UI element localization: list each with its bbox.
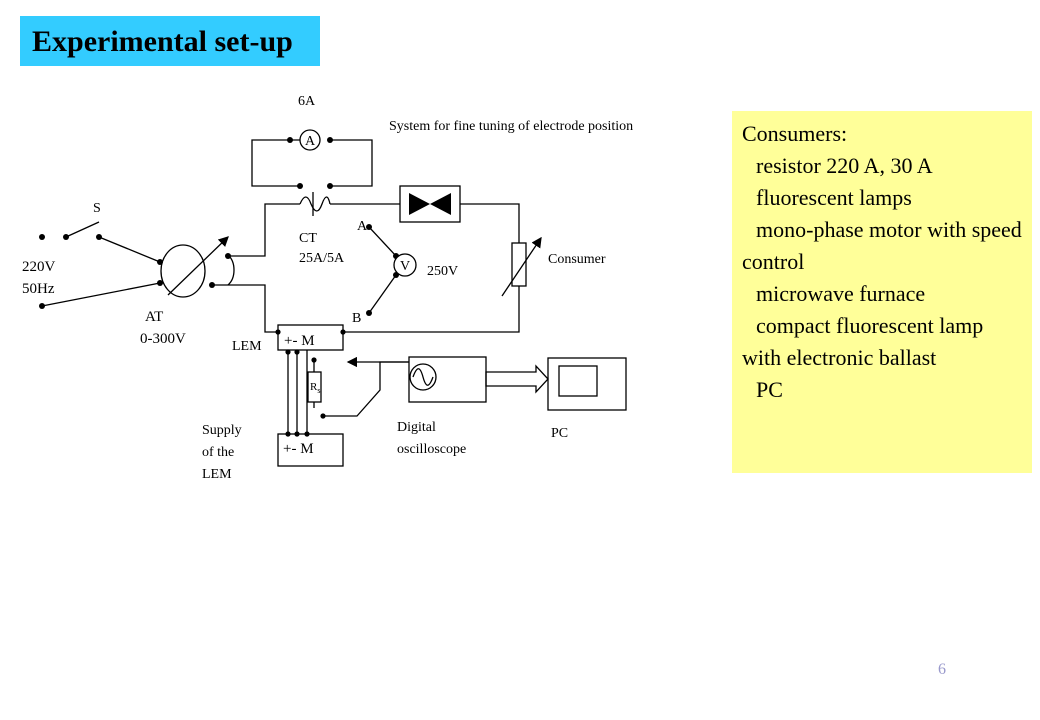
frequency-label: 50Hz (22, 281, 55, 297)
fine-tuning-label: System for fine tuning of electrode posi… (389, 119, 633, 134)
ammeter-symbol (299, 129, 321, 151)
title-background (20, 16, 320, 66)
lem-dot-6 (304, 431, 310, 437)
lem-dot-4 (285, 431, 291, 437)
consumers-heading: Consumers: (742, 121, 848, 146)
rs-label-main: R (310, 381, 318, 393)
oscilloscope-screen (409, 363, 437, 391)
consumer-label: Consumer (548, 252, 606, 267)
ammeter-terminal-1 (287, 137, 293, 143)
ct-terminal-1 (297, 183, 303, 189)
consumers-panel (732, 111, 1032, 473)
pc-box (547, 357, 627, 411)
lem-dot-8 (340, 329, 346, 335)
lem-dot-5 (294, 431, 300, 437)
wire-source-lower (41, 282, 161, 307)
node-a-dot (366, 224, 372, 230)
wire-oscilloscope-signal (323, 361, 409, 417)
wire-ammeter-right (330, 139, 373, 187)
lem-dot-3 (311, 357, 317, 363)
list-item-text: mono-phase motor with speed control (742, 217, 1022, 274)
pc-screen (558, 365, 598, 397)
ammeter-terminal-2 (327, 137, 333, 143)
list-item: microwave furnace (742, 278, 1027, 310)
autotransformer-range: 0-300V (140, 331, 186, 347)
lem-bottom-label: +- M (283, 441, 314, 457)
lem-dot-2 (294, 349, 300, 355)
list-item-text: microwave furnace (756, 281, 926, 306)
data-link-arrow (485, 364, 549, 394)
autotransformer-circle (160, 244, 206, 298)
list-item-text: compact fluorescent lamp with electronic… (742, 313, 984, 370)
wire-voltmeter-a (368, 226, 397, 257)
voltmeter-symbol (393, 253, 417, 277)
slide-title: Experimental set-up (32, 25, 293, 58)
wire-ammeter-loop (251, 139, 300, 187)
node-a-label: A (357, 219, 368, 234)
list-item-text: PC (756, 377, 783, 402)
consumer-arrow (501, 236, 542, 297)
rs-label-subscript: s (317, 386, 320, 395)
supply-label-line-2: of the (202, 445, 234, 460)
oscilloscope-label-line-2: oscilloscope (397, 442, 466, 457)
terminal-3 (96, 234, 102, 240)
terminal-1 (39, 234, 45, 240)
autotransformer-coil (227, 254, 235, 286)
lem-dot-1 (285, 349, 291, 355)
ct-ratio-label: 25A/5A (299, 251, 345, 266)
list-item-text: fluorescent lamps (756, 185, 912, 210)
rs-label: Rs (310, 381, 320, 395)
switch-lever (65, 221, 100, 238)
list-item: resistor 220 A, 30 A (742, 150, 1027, 182)
at-terminal-4 (225, 253, 231, 259)
rs-dot (320, 413, 326, 419)
lem-lower-box (277, 433, 344, 467)
list-item: mono-phase motor with speed control (742, 214, 1027, 278)
autotransformer-arrow (167, 236, 229, 296)
terminal-4 (39, 303, 45, 309)
autotransformer-label: AT (145, 309, 163, 325)
at-terminal-3 (209, 282, 215, 288)
lem-upper-box (277, 324, 344, 351)
lem-label: LEM (232, 339, 262, 354)
at-terminal-2 (157, 280, 163, 286)
electrode-right-arrow (430, 193, 451, 215)
at-terminal-1 (157, 259, 163, 265)
oscilloscope-label-line-1: Digital (397, 420, 436, 435)
electrode-left-arrow (409, 193, 430, 215)
node-b-dot (366, 310, 372, 316)
supply-label-line-1: Supply (202, 423, 242, 438)
ct-coil (299, 196, 331, 212)
consumers-list: Consumers: resistor 220 A, 30 A fluoresc… (742, 118, 1027, 406)
voltage-label: 220V (22, 259, 56, 275)
wire-at-to-lem (212, 284, 278, 333)
wire-consumer-return (343, 286, 520, 333)
terminal-2 (63, 234, 69, 240)
voltmeter-label: V (400, 259, 410, 274)
ct-terminal-2 (327, 183, 333, 189)
pc-label: PC (551, 426, 568, 441)
lem-top-label: +- M (284, 333, 315, 349)
oscilloscope-wave (412, 368, 434, 386)
wire-at-to-ct (228, 203, 300, 257)
ammeter-label: A (305, 134, 316, 149)
page-number: 6 (938, 661, 946, 678)
current-rating-label: 6A (298, 94, 316, 109)
wire-voltmeter-b (368, 274, 397, 314)
supply-label-line-3: LEM (202, 467, 232, 482)
list-item: fluorescent lamps (742, 182, 1027, 214)
ct-label: CT (299, 231, 317, 246)
node-b-label: B (352, 311, 361, 326)
switch-label: S (93, 201, 101, 216)
voltmeter-range-label: 250V (427, 264, 458, 279)
lem-dot-7 (275, 329, 281, 335)
wire-switch-to-at (98, 236, 161, 263)
wire-electrode-to-consumer (460, 203, 520, 243)
list-item: compact fluorescent lamp with electronic… (742, 310, 1027, 374)
list-item: PC (742, 374, 1027, 406)
list-item-text: resistor 220 A, 30 A (756, 153, 933, 178)
